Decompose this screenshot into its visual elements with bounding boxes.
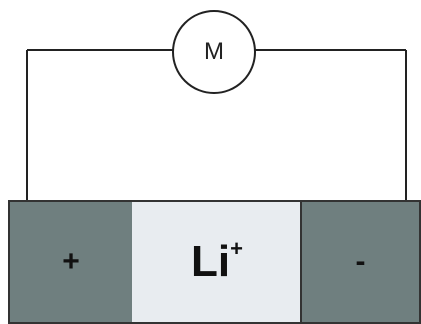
motor-symbol: M (172, 10, 256, 94)
motor-label: M (204, 38, 224, 65)
